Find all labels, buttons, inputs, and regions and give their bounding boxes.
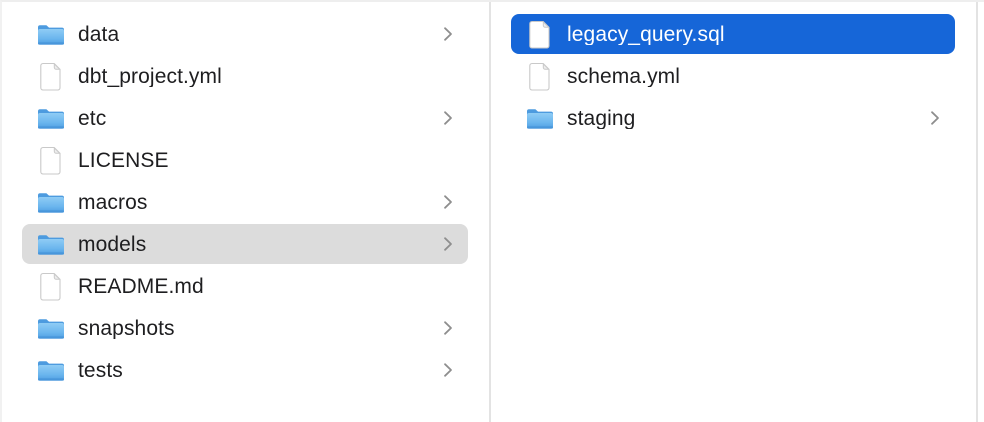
- file-column-next-empty: [978, 2, 984, 422]
- folder-icon: [36, 187, 66, 217]
- file-label: data: [78, 23, 120, 45]
- file-label: models: [78, 233, 147, 255]
- chevron-right-icon: [930, 110, 940, 126]
- chevron-right-icon: [443, 194, 453, 210]
- file-column-parent: data: [2, 2, 491, 422]
- file-row-dbt-project-yml[interactable]: dbt_project.yml: [22, 56, 468, 96]
- file-row-models[interactable]: models: [22, 224, 468, 264]
- file-row-data[interactable]: data: [22, 14, 468, 54]
- file-row-staging[interactable]: staging: [511, 98, 955, 138]
- file-row-macros[interactable]: macros: [22, 182, 468, 222]
- file-label: LICENSE: [78, 149, 169, 171]
- file-label: etc: [78, 107, 107, 129]
- file-label: macros: [78, 191, 148, 213]
- document-icon: [36, 271, 66, 301]
- file-label: tests: [78, 359, 123, 381]
- folder-icon: [36, 355, 66, 385]
- chevron-right-icon: [443, 236, 453, 252]
- file-row-license[interactable]: LICENSE: [22, 140, 468, 180]
- file-row-legacy-query-sql[interactable]: legacy_query.sql: [511, 14, 955, 54]
- folder-icon: [36, 103, 66, 133]
- file-label: legacy_query.sql: [567, 23, 725, 45]
- file-label: dbt_project.yml: [78, 65, 222, 87]
- chevron-right-icon: [443, 110, 453, 126]
- file-row-readme-md[interactable]: README.md: [22, 266, 468, 306]
- document-icon: [525, 61, 555, 91]
- file-label: schema.yml: [567, 65, 681, 87]
- folder-icon: [36, 313, 66, 343]
- document-icon: [525, 19, 555, 49]
- file-row-tests[interactable]: tests: [22, 350, 468, 390]
- file-row-schema-yml[interactable]: schema.yml: [511, 56, 955, 96]
- file-label: README.md: [78, 275, 204, 297]
- file-label: snapshots: [78, 317, 175, 339]
- folder-icon: [525, 103, 555, 133]
- chevron-right-icon: [443, 26, 453, 42]
- chevron-right-icon: [443, 320, 453, 336]
- folder-icon: [36, 229, 66, 259]
- file-column-current: legacy_query.sql: [491, 2, 978, 422]
- chevron-right-icon: [443, 362, 453, 378]
- file-label: staging: [567, 107, 636, 129]
- file-row-snapshots[interactable]: snapshots: [22, 308, 468, 348]
- document-icon: [36, 61, 66, 91]
- file-row-etc[interactable]: etc: [22, 98, 468, 138]
- document-icon: [36, 145, 66, 175]
- folder-icon: [36, 19, 66, 49]
